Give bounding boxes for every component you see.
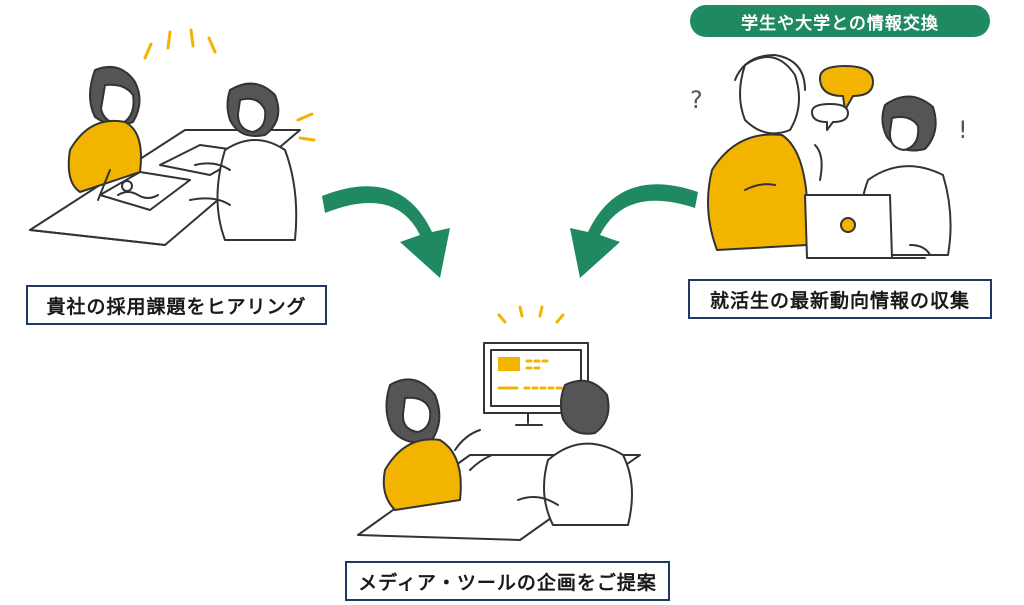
question-mark: ? [690, 86, 703, 114]
curved-arrow-icon [570, 184, 698, 278]
step-collect-label: 就活生の最新動向情報の収集 [709, 289, 970, 312]
curved-arrow-icon [322, 186, 450, 278]
propose-scene [357, 305, 641, 541]
info-exchange-badge: 学生や大学との情報交換 [690, 5, 990, 37]
step-hearing-label: 貴社の採用課題をヒアリング [46, 295, 307, 318]
step-hearing-box: 貴社の採用課題をヒアリング [26, 285, 327, 325]
step-propose-box: メディア・ツールの企画をご提案 [345, 561, 670, 601]
step-propose-label: メディア・ツールの企画をご提案 [358, 571, 657, 594]
step-collect-box: 就活生の最新動向情報の収集 [688, 279, 992, 319]
collect-scene [707, 54, 952, 259]
exclaim-mark: ! [958, 116, 968, 144]
hearing-scene [29, 28, 316, 246]
info-exchange-badge-label: 学生や大学との情報交換 [741, 13, 939, 34]
